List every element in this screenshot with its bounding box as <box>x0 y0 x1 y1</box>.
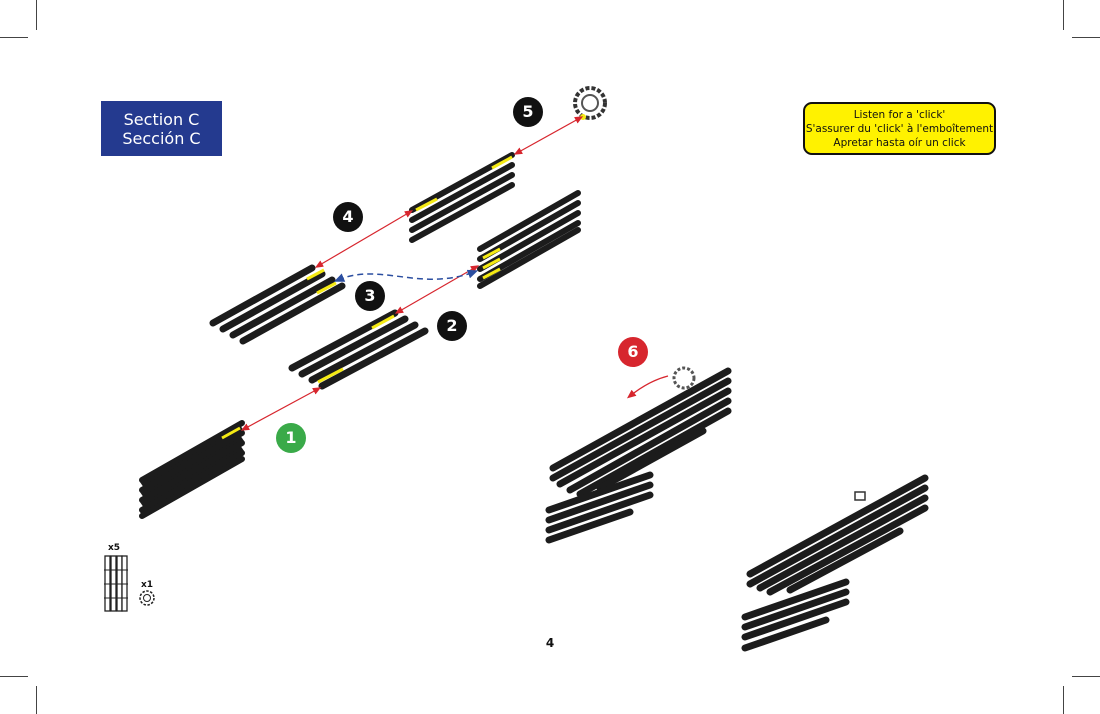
connector-quantity: x1 <box>141 580 154 590</box>
crop-mark <box>1063 0 1064 30</box>
section-title-en: Section C <box>123 109 200 129</box>
page-number: 4 <box>545 636 555 650</box>
final-assembly <box>741 474 929 652</box>
section-title: Section C Sección C <box>101 101 222 156</box>
step-badge-3: 3 <box>355 281 385 311</box>
note-line-es: Apretar hasta oír un click <box>833 136 966 149</box>
rail-stack-4 <box>409 152 515 243</box>
crop-mark <box>36 686 37 714</box>
step-badge-4: 4 <box>333 202 363 232</box>
note-line-en: Listen for a 'click' <box>853 108 946 121</box>
section-title-es: Sección C <box>122 128 201 148</box>
crop-mark <box>1072 37 1100 38</box>
rails-quantity: x5 <box>108 543 121 553</box>
step-badge-5: 5 <box>513 97 543 127</box>
rail-stack-2 <box>288 309 429 390</box>
step-badge-1: 1 <box>276 423 306 453</box>
step-badge-2: 2 <box>437 311 467 341</box>
rails-part-icon <box>104 555 128 612</box>
note-line-fr: S'assurer du 'click' à l'emboîtement <box>805 122 994 135</box>
crop-mark <box>0 37 28 38</box>
crop-mark <box>36 0 37 30</box>
crop-mark <box>0 676 28 677</box>
connector-part-icon <box>139 590 155 606</box>
connector-ring <box>573 86 607 120</box>
assembled-stack-6 <box>545 366 732 544</box>
rail-stack-right <box>477 190 581 289</box>
crop-mark <box>1063 686 1064 714</box>
rail-stack-3 <box>209 264 346 345</box>
step-badge-6: 6 <box>618 337 648 367</box>
rail-stack-1 <box>139 420 245 519</box>
crop-mark <box>1072 676 1100 677</box>
click-note: Listen for a 'click' S'assurer du 'click… <box>803 102 996 155</box>
